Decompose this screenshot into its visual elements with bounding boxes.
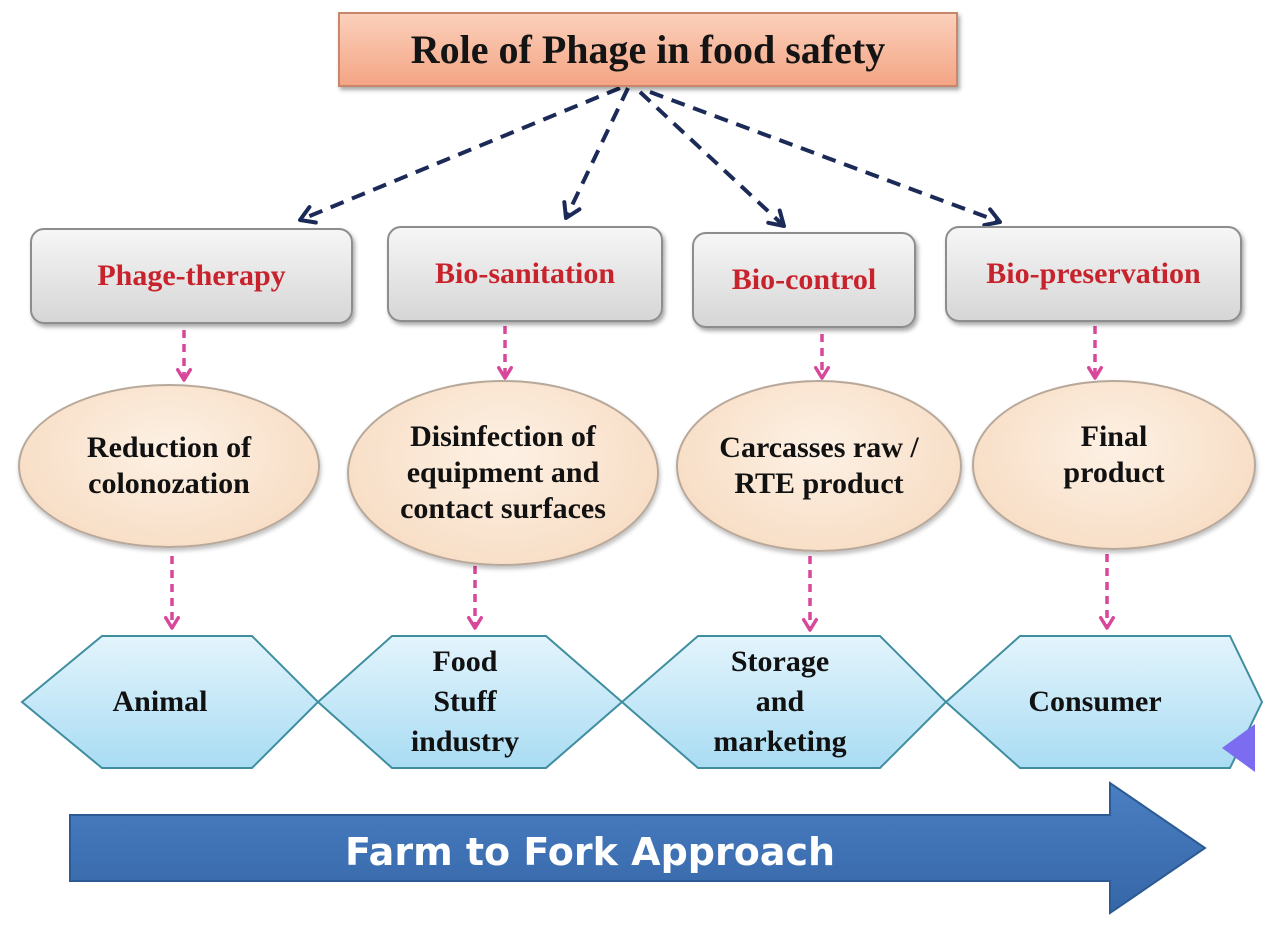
application-text: Disinfection of equipment and contact su… <box>400 419 606 527</box>
stage-label-animal: Animal <box>60 636 260 768</box>
arrowhead-icon <box>300 207 316 222</box>
role-label: Bio-preservation <box>986 257 1200 291</box>
role-box-bio-control: Bio-control <box>692 232 916 328</box>
diagram-title: Role of Phage in food safety <box>411 26 885 73</box>
arrowhead-icon <box>499 368 512 378</box>
role-box-bio-sanitation: Bio-sanitation <box>387 226 663 322</box>
arrowhead-icon <box>178 370 191 380</box>
stage-label-consumer: Consumer <box>990 636 1200 768</box>
role-box-bio-preservation: Bio-preservation <box>945 226 1242 322</box>
application-text: Reduction of colonozation <box>87 430 251 502</box>
role-box-phage-therapy: Phage-therapy <box>30 228 353 324</box>
arrowhead-icon <box>166 618 179 628</box>
title-connector-1 <box>300 88 620 220</box>
arrowhead-icon <box>564 202 579 218</box>
farm-to-fork-label: Farm to Fork Approach <box>70 812 1110 892</box>
application-ellipse-1: Reduction of colonozation <box>18 384 320 548</box>
arrowhead-icon <box>804 620 817 630</box>
arrowhead-icon <box>469 618 482 628</box>
title-connector-4 <box>650 92 1000 222</box>
role-label: Bio-control <box>732 263 876 297</box>
corner-fragment <box>1222 724 1255 772</box>
application-ellipse-2: Disinfection of equipment and contact su… <box>347 380 659 566</box>
stage-label-food-stuff-industry: Food Stuff industry <box>360 636 570 768</box>
arrowhead-icon <box>1089 368 1102 378</box>
title-connector-3 <box>640 92 784 226</box>
role-label: Phage-therapy <box>97 259 285 293</box>
title-connector-2 <box>566 88 628 218</box>
title-connectors <box>300 88 1000 226</box>
application-ellipse-4: Final product <box>972 380 1256 550</box>
arrowhead-icon <box>768 211 784 226</box>
application-text: Final product <box>1063 419 1164 491</box>
role-label: Bio-sanitation <box>435 257 615 291</box>
title-box: Role of Phage in food safety <box>338 12 958 87</box>
arrowhead-icon <box>984 209 1000 225</box>
application-text: Carcasses raw / RTE product <box>719 430 918 502</box>
stage-label-storage-and-marketing: Storage and marketing <box>680 636 880 768</box>
arrowhead-icon <box>816 368 829 378</box>
application-ellipse-3: Carcasses raw / RTE product <box>676 380 962 552</box>
arrowhead-icon <box>1101 618 1114 628</box>
